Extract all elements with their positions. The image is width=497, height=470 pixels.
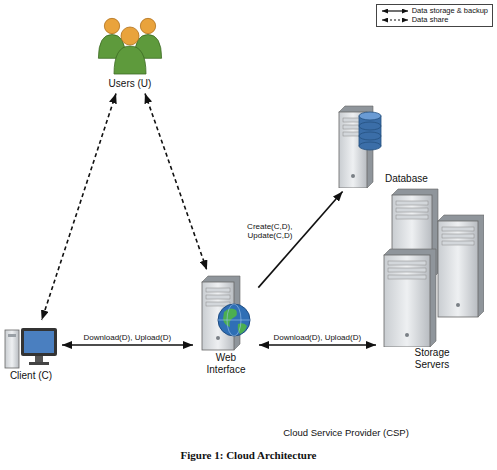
data-share-connector <box>42 93 116 320</box>
web-interface-node: Web Interface <box>195 272 257 377</box>
storage-node: Storage Servers <box>378 185 486 372</box>
client-node: Client (C) <box>2 322 60 384</box>
edge-label: Create(C,D), Update(C,D) <box>230 222 292 240</box>
storage-servers-icon <box>380 187 484 347</box>
legend-text: Data storage & backup <box>412 7 488 16</box>
data-storage-connector <box>259 344 376 346</box>
figure-caption: Figure 1: Cloud Architecture <box>0 449 497 462</box>
legend-row: Data share <box>381 16 488 25</box>
node-label: Web Interface <box>197 352 255 375</box>
legend-text: Data share <box>412 16 449 25</box>
data-share-connector <box>145 93 207 270</box>
legend-box: Data storage & backupData share <box>376 4 493 27</box>
users-icon <box>90 12 170 78</box>
database-server-icon <box>337 104 383 188</box>
edge-label: Download(D), Upload(D) <box>84 333 172 342</box>
cloud-region: Cloud Service Provider (CSP) DatabaseWeb … <box>165 38 497 443</box>
edge-label: Download(D), Upload(D) <box>274 333 362 342</box>
data-storage-connector <box>62 344 193 346</box>
web-server-icon <box>196 274 256 352</box>
database-node: Database <box>335 102 430 190</box>
legend-sample <box>381 16 409 24</box>
legend-row: Data storage & backup <box>381 7 488 16</box>
client-computer-icon <box>3 324 59 370</box>
users-node: Users (U) <box>90 10 170 92</box>
node-label: Storage Servers <box>405 347 460 370</box>
node-label: Users (U) <box>109 78 152 90</box>
region-label: Cloud Service Provider (CSP) <box>283 428 409 439</box>
legend-sample <box>381 7 409 15</box>
node-label: Client (C) <box>10 370 52 382</box>
node-label: Database <box>385 173 428 185</box>
